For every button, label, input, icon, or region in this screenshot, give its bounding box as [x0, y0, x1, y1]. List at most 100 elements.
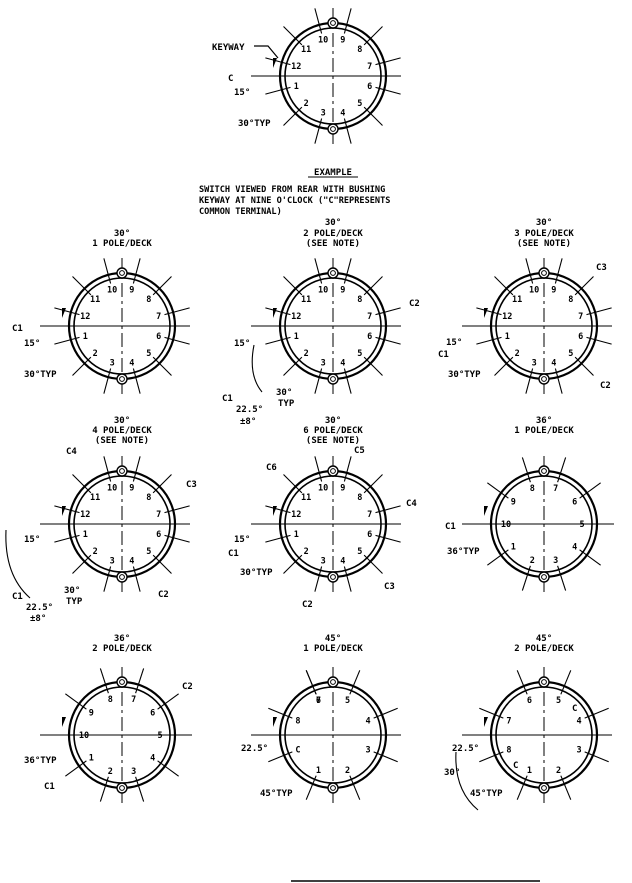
- terminal-number: 12: [291, 62, 301, 72]
- shaft-marker-core: [330, 376, 336, 382]
- terminal-number: 10: [529, 285, 539, 295]
- terminal-number: 1: [83, 530, 88, 540]
- terminal-tick: [103, 456, 112, 482]
- terminal-tick: [560, 670, 572, 695]
- label-angle: 15°: [24, 339, 40, 349]
- terminal-number: 11: [301, 45, 311, 55]
- terminal-tick: [494, 276, 514, 296]
- shaft-marker-core: [330, 785, 336, 791]
- terminal-tick: [363, 276, 383, 296]
- diagram-poles: 1 POLE/DECK: [514, 426, 574, 436]
- shaft-marker-core: [330, 468, 336, 474]
- terminal-number: 7: [367, 312, 372, 322]
- terminal-number: 2: [304, 349, 309, 359]
- shaft-marker-core: [119, 468, 125, 474]
- shaft-marker-core: [330, 20, 336, 26]
- shaft-marker-core: [330, 574, 336, 580]
- diagram-poles: 2 POLE/DECK: [92, 644, 152, 654]
- label-typ: TYP: [278, 399, 295, 409]
- shaft-marker: [327, 676, 339, 688]
- terminal-number: 4: [129, 359, 134, 369]
- terminal-tick: [283, 474, 303, 494]
- label-typ: 30°TYP: [240, 568, 273, 578]
- label-angle: 15°: [234, 339, 250, 349]
- terminal-number: 5: [345, 696, 350, 706]
- example-caption-line-3: COMMON TERMINAL): [199, 207, 282, 217]
- keyway-marker: [62, 506, 66, 516]
- label-c1: C1: [44, 782, 55, 792]
- diagram-angle: 45°: [536, 634, 552, 644]
- shaft-marker-core: [119, 270, 125, 276]
- terminal-number: 9: [340, 483, 345, 493]
- shaft-marker: [538, 676, 550, 688]
- terminal-tick: [103, 368, 112, 394]
- shaft-marker-core: [541, 468, 547, 474]
- terminal-tick: [476, 307, 502, 316]
- example-caption-line-2: KEYWAY AT NINE O'CLOCK ("C"REPRESENTS: [199, 196, 390, 206]
- terminal-number: 10: [107, 285, 117, 295]
- diagram-poles: 1 POLE/DECK: [303, 644, 363, 654]
- terminal-tick: [265, 86, 291, 95]
- terminal-tick: [164, 307, 190, 316]
- terminal-tick: [479, 707, 504, 719]
- label-step: 30°: [64, 586, 80, 596]
- terminal-tick: [283, 356, 303, 376]
- terminal-tick: [314, 566, 323, 592]
- angle-arc: [455, 751, 479, 811]
- label-c5: C5: [354, 446, 365, 456]
- terminal-number: 5: [579, 520, 584, 530]
- diagram-30deg-3pole: 30° 3 POLE/DECK (SEE NOTE) C3 15° C1 30°…: [438, 218, 612, 394]
- terminal-number: 3: [321, 109, 326, 119]
- terminal-number: 6: [150, 709, 155, 719]
- diagram-angle: 36°: [536, 416, 552, 426]
- terminal-number: 7: [578, 312, 583, 322]
- example-typ-label: 30°TYP: [238, 119, 271, 129]
- shaft-marker-core: [541, 679, 547, 685]
- terminal-tick: [525, 368, 534, 394]
- label-c2: C2: [182, 682, 193, 692]
- terminal-tick: [349, 670, 361, 695]
- keyway-label: KEYWAY: [212, 43, 245, 53]
- terminal-tick: [268, 707, 293, 719]
- terminal-number: 1: [316, 766, 321, 776]
- terminal-tick: [283, 276, 303, 296]
- label-c2: C2: [409, 299, 420, 309]
- label-typ: 36°TYP: [447, 547, 480, 557]
- terminal-number: 11: [90, 295, 100, 305]
- shaft-marker: [327, 782, 339, 794]
- terminal-number: 9: [89, 709, 94, 719]
- terminal-number: 6: [367, 82, 372, 92]
- terminal-tick: [72, 474, 92, 494]
- label-c6: C6: [266, 463, 277, 473]
- terminal-tick: [574, 356, 594, 376]
- terminal-tick: [554, 258, 563, 284]
- terminal-number: 2: [304, 547, 309, 557]
- terminal-number: 6: [156, 530, 161, 540]
- terminal-number: 1: [527, 766, 532, 776]
- shaft-marker: [538, 267, 550, 279]
- terminal-number: 11: [301, 295, 311, 305]
- terminal-tick: [314, 368, 323, 394]
- diagram-poles: 6 POLE/DECK: [303, 426, 363, 436]
- terminal-number: 12: [502, 312, 512, 322]
- terminal-number: 3: [366, 746, 371, 756]
- terminal-number: 6: [572, 498, 577, 508]
- terminal-tick: [584, 707, 609, 719]
- terminal-number: 7: [553, 484, 558, 494]
- terminal-number: 1: [294, 332, 299, 342]
- terminal-number: 8: [108, 695, 113, 705]
- terminal-tick: [164, 336, 190, 345]
- keyway-marker: [273, 308, 277, 318]
- shaft-marker: [538, 465, 550, 477]
- diagram-30deg-4pole: 30° 4 POLE/DECK (SEE NOTE) C4 C3 15° C1 …: [5, 416, 197, 624]
- terminal-number: 9: [340, 35, 345, 45]
- terminal-number: 7: [506, 716, 511, 726]
